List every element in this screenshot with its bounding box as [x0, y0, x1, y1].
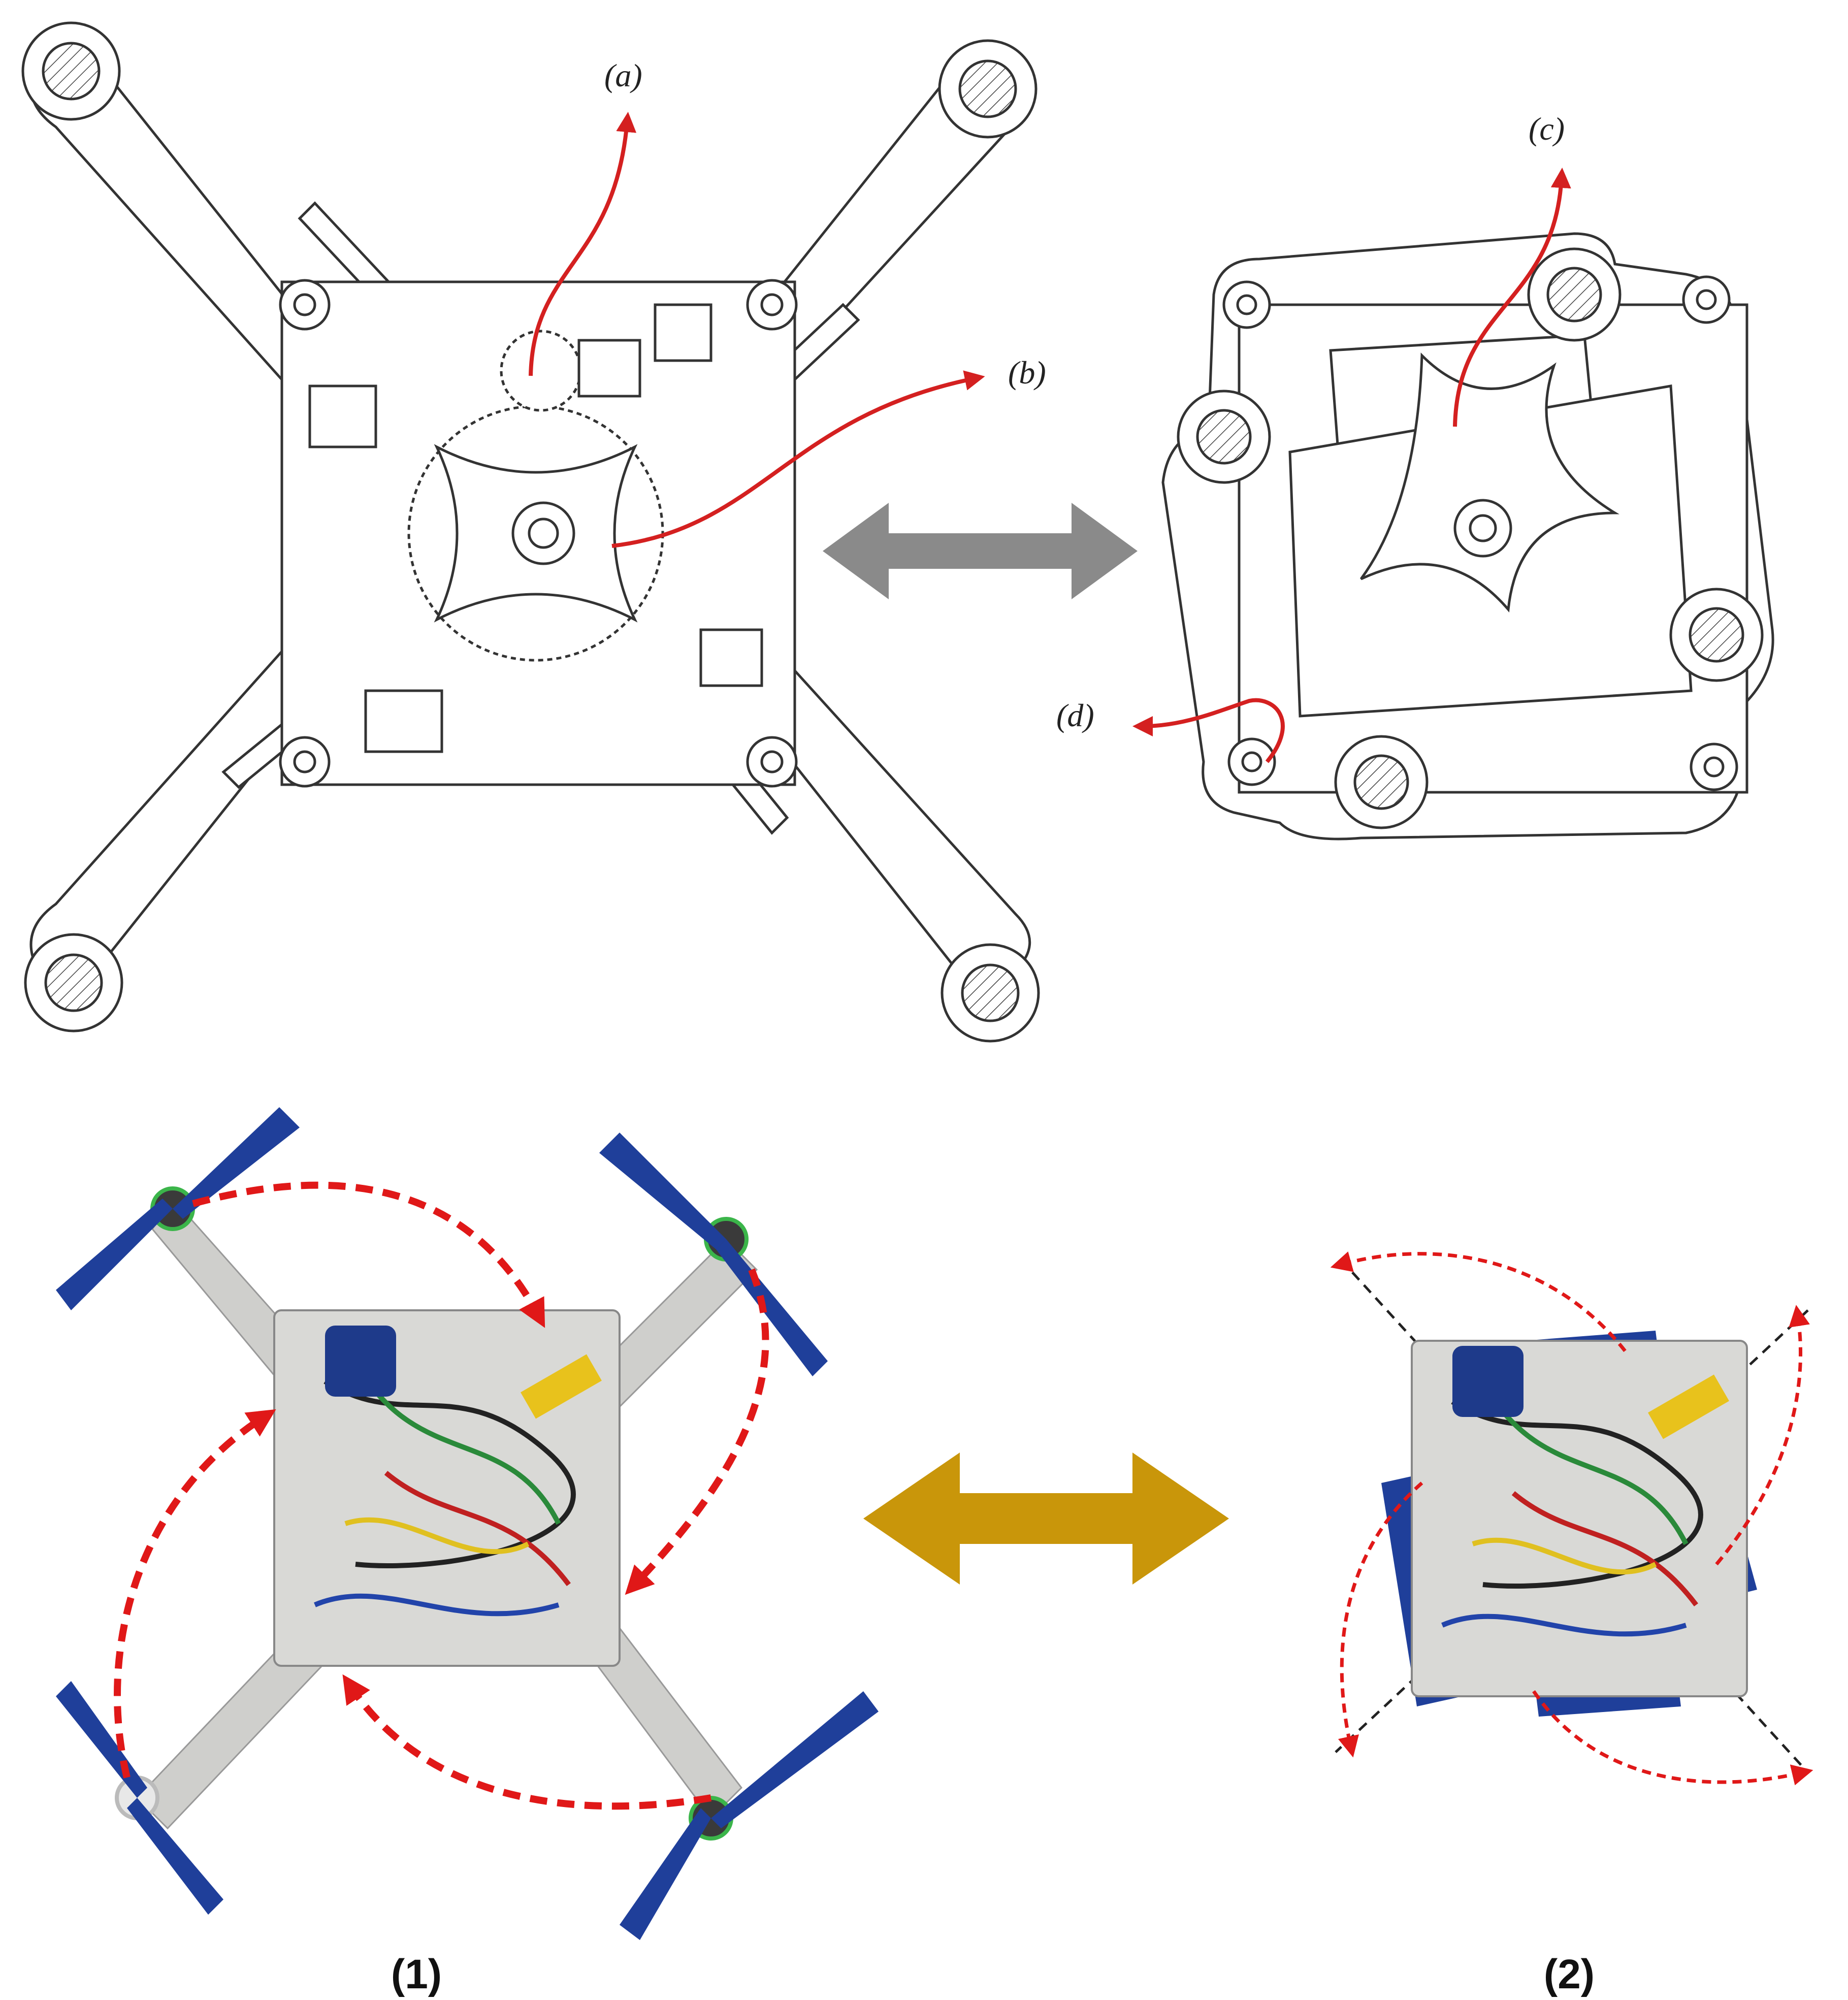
cad-unfolded: (a) (b) — [21, 21, 1046, 1043]
photo-folded-servo — [1452, 1346, 1523, 1417]
photo-unfolded — [56, 1107, 879, 1940]
cad-transition-arrow — [823, 503, 1138, 599]
photo-folded-fold-arrows — [1330, 1251, 1813, 1786]
photo-transition-arrow — [863, 1453, 1229, 1585]
photo-folded — [1330, 1251, 1813, 1786]
cad-unfolded-pinion-gear — [500, 330, 582, 412]
photo-unfolded-connector — [521, 1354, 602, 1419]
callout-arrow-d — [1132, 698, 1285, 763]
photo-unfolded-fold-arrows — [114, 1181, 769, 1810]
cad-unfolded-motor-mounts — [21, 21, 1040, 1043]
callout-arrow-b — [611, 370, 985, 548]
photo-folded-connector — [1648, 1374, 1729, 1439]
label-a: (a) — [604, 57, 642, 93]
photo-unfolded-wiring — [314, 1360, 576, 1617]
label-d: (d) — [1056, 697, 1094, 733]
label-b: (b) — [1008, 354, 1046, 391]
caption-1: (1) — [391, 1951, 442, 1997]
cad-folded: (c) (d) — [1056, 111, 1774, 841]
callout-arrow-a — [529, 112, 637, 376]
cad-unfolded-servo — [577, 339, 641, 398]
photo-unfolded-propellers — [56, 1107, 879, 1940]
cad-folded-motor-mounts — [1177, 247, 1764, 829]
photo-folded-wiring — [1441, 1380, 1703, 1637]
photo-unfolded-servo — [325, 1326, 396, 1397]
callout-arrow-c — [1453, 168, 1571, 427]
label-c: (c) — [1529, 111, 1565, 147]
caption-2: (2) — [1544, 1951, 1595, 1997]
